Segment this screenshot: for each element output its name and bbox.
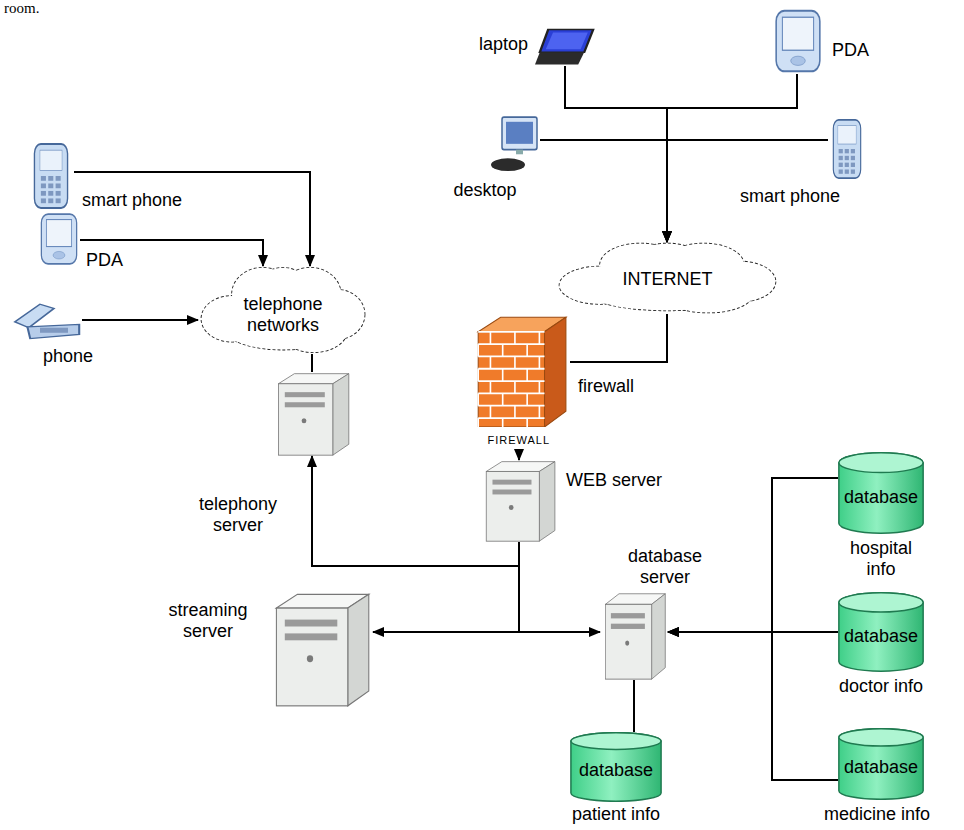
- database-cylinder: databasemedicine info: [838, 728, 924, 800]
- node-label: laptop: [464, 34, 528, 55]
- node-label: hospital info: [836, 538, 926, 579]
- node-label: doctor info: [836, 676, 926, 697]
- smart-drawing: [828, 118, 866, 180]
- node-label: PDA: [832, 40, 892, 61]
- phone-icon: phone: [12, 300, 82, 342]
- node-label: desktop: [440, 180, 530, 201]
- pda-drawing: [38, 212, 80, 266]
- node-text: INTERNET: [623, 269, 713, 290]
- server-drawing: [480, 460, 558, 542]
- streaming-server: streaming server: [268, 592, 373, 707]
- desktop-drawing: [490, 116, 540, 174]
- telephony-server: telephony server: [272, 372, 352, 456]
- smart-drawing: [28, 142, 74, 210]
- node-text: database: [844, 487, 918, 508]
- connector: [667, 74, 797, 242]
- connector: [519, 542, 600, 632]
- node-text: database: [844, 626, 918, 647]
- connector: [373, 542, 519, 632]
- database-cylinder: databasedoctor info: [838, 592, 924, 672]
- database-cylinder: databasehospital info: [838, 452, 924, 534]
- node-text: database: [844, 757, 918, 778]
- server-drawing: [268, 592, 373, 707]
- node-label: firewall: [578, 376, 668, 397]
- pda-drawing: [772, 8, 824, 74]
- database-server: database server: [600, 592, 668, 680]
- node-label: database server: [610, 546, 720, 587]
- smartphone-icon: smart phone: [28, 142, 74, 210]
- smartphone-icon: smart phone: [828, 118, 866, 180]
- pda-icon: PDA: [38, 212, 80, 266]
- firewall-drawing: [468, 315, 570, 427]
- node-label: PDA: [86, 250, 146, 271]
- node-label: streaming server: [158, 600, 258, 641]
- node-text: telephone networks: [228, 294, 338, 335]
- node-label: smart phone: [82, 190, 202, 211]
- connector: [82, 319, 198, 321]
- database-cylinder: databasepatient info: [570, 732, 662, 802]
- desktop-icon: desktop: [490, 116, 540, 174]
- node-text: database: [579, 760, 653, 781]
- connector: [311, 354, 313, 372]
- page-fragment: room.: [4, 0, 39, 17]
- server-drawing: [272, 372, 352, 456]
- server-drawing: [600, 592, 668, 680]
- pda-icon: PDA: [772, 8, 824, 74]
- connector: [540, 140, 667, 242]
- node-label: patient info: [556, 804, 676, 825]
- firewall-icon: firewallFIREWALL: [468, 315, 570, 450]
- node-text: FIREWALL: [488, 434, 551, 447]
- laptop-drawing: [535, 28, 595, 66]
- node-label: phone: [28, 346, 108, 367]
- connector: [668, 632, 838, 780]
- connector: [633, 680, 635, 732]
- connector: [570, 314, 667, 362]
- laptop-icon: laptop: [535, 28, 595, 66]
- node-label: telephony server: [188, 494, 288, 535]
- node-label: WEB server: [566, 470, 696, 491]
- connector: [518, 450, 520, 460]
- network-cloud: telephone networks: [198, 266, 368, 354]
- node-label: medicine info: [790, 804, 964, 825]
- node-label: smart phone: [730, 186, 850, 207]
- flip-drawing: [12, 300, 82, 342]
- connector: [565, 66, 667, 242]
- internet-cloud: INTERNET: [555, 242, 780, 314]
- web-server: WEB server: [480, 460, 558, 542]
